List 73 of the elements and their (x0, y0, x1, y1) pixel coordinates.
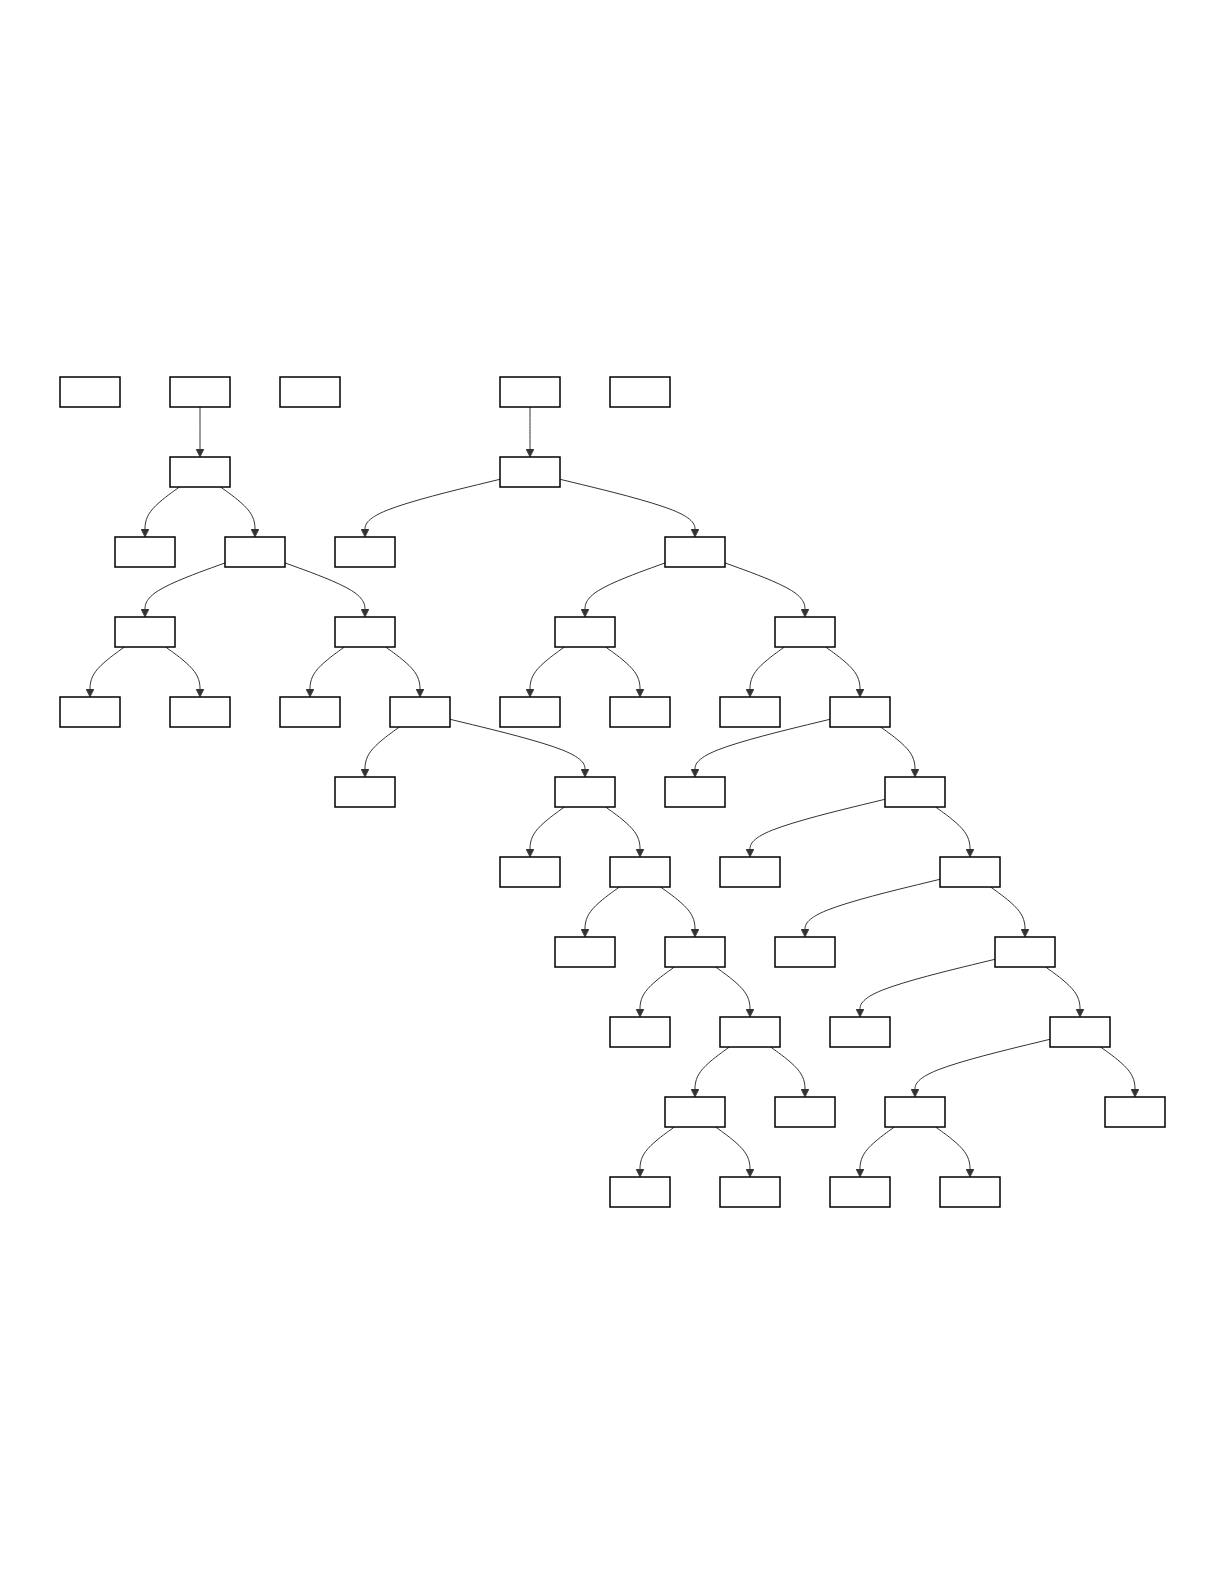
node-box (58, 696, 121, 728)
arrow (360, 726, 400, 778)
node-box (993, 936, 1056, 968)
node-box (883, 776, 946, 808)
node-box (718, 1016, 781, 1048)
node-box (828, 1016, 891, 1048)
arrow (525, 406, 534, 458)
node-box (883, 1096, 946, 1128)
node-box (663, 776, 726, 808)
node-box (828, 1176, 891, 1208)
node-box (663, 536, 726, 568)
node-box (553, 776, 616, 808)
node-box (773, 616, 836, 648)
node-box (553, 616, 616, 648)
arrow (580, 562, 665, 618)
node-box (663, 936, 726, 968)
arrow (855, 1126, 895, 1178)
node-box (608, 1176, 671, 1208)
node-box (938, 856, 1001, 888)
arrow (305, 646, 345, 698)
arrow (140, 562, 225, 618)
node-box (773, 1096, 836, 1128)
node-box (278, 696, 341, 728)
node-box (663, 1096, 726, 1128)
arrow (635, 966, 675, 1018)
arrow (635, 1126, 675, 1178)
node-box (1103, 1096, 1166, 1128)
arrow (690, 718, 830, 778)
node-box (608, 856, 671, 888)
arrow (525, 806, 565, 858)
node-box (388, 696, 451, 728)
node-box (553, 936, 616, 968)
arrow (745, 646, 785, 698)
node-box (58, 376, 121, 408)
node-box (1048, 1016, 1111, 1048)
node-box (608, 376, 671, 408)
arrow (140, 486, 180, 538)
node-box (333, 776, 396, 808)
node-box (223, 536, 286, 568)
arrow (800, 878, 940, 938)
arrow (85, 646, 125, 698)
node-box (333, 536, 396, 568)
node-box (278, 376, 341, 408)
arrow (855, 958, 995, 1018)
node-box (168, 376, 231, 408)
arrow (724, 562, 809, 618)
node-box (498, 856, 561, 888)
node-box (498, 456, 561, 488)
node-box (718, 856, 781, 888)
node-box (113, 616, 176, 648)
node-box (168, 456, 231, 488)
node-box (608, 696, 671, 728)
arrow (525, 646, 565, 698)
node-box (608, 1016, 671, 1048)
node-box (828, 696, 891, 728)
arrow (284, 562, 369, 618)
arrow (745, 798, 885, 858)
arrow (449, 718, 589, 778)
arrow (690, 1046, 730, 1098)
arrow (580, 886, 620, 938)
node-box (168, 696, 231, 728)
arrow (195, 406, 204, 458)
node-box (718, 696, 781, 728)
arrow (910, 1038, 1050, 1098)
node-box (718, 1176, 781, 1208)
arrow (559, 478, 699, 538)
node-box (498, 376, 561, 408)
node-box (113, 536, 176, 568)
node-box (498, 696, 561, 728)
node-box (938, 1176, 1001, 1208)
node-box (333, 616, 396, 648)
node-box (773, 936, 836, 968)
arrow (360, 478, 500, 538)
